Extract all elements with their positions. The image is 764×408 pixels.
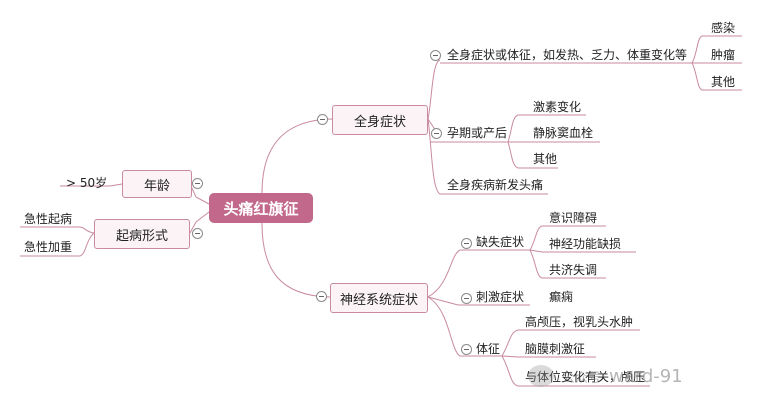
link-deficit-children	[529, 225, 636, 279]
watermark: 公众号 ward-91	[528, 365, 683, 387]
fever-node[interactable]: 全身症状或体征，如发热、乏力、体重变化等	[447, 48, 688, 62]
deficit-child-2: 神经功能缺损	[549, 237, 622, 251]
irritative-child-1: 癫痫	[549, 290, 574, 304]
pregnancy-child-1: 激素变化	[533, 100, 582, 114]
deficit-node[interactable]: 缺失症状	[476, 235, 525, 249]
link-neuro-irritative	[427, 296, 530, 306]
onset-node[interactable]: 起病形式	[94, 219, 190, 249]
link-neuro-signs	[427, 296, 502, 357]
pregnancy-child-2: 静脉窦血栓	[533, 126, 594, 140]
age-node[interactable]: 年龄	[122, 170, 192, 198]
collapse-systemic-icon[interactable]	[317, 114, 328, 125]
watermark-handle: ward-91	[609, 365, 683, 387]
age-child: > 50岁	[66, 176, 108, 190]
collapse-pregnancy-icon[interactable]	[431, 128, 442, 139]
link-pregnancy-children	[507, 114, 600, 169]
onset-child-2: 急性加重	[24, 240, 73, 254]
neuro-node[interactable]: 神经系统症状	[330, 283, 428, 313]
link-neuro-deficit	[427, 249, 530, 298]
pregnancy-node[interactable]: 孕期或产后	[447, 126, 508, 140]
watermark-prefix: 公众号	[562, 370, 602, 386]
link-root-systemic	[261, 118, 333, 194]
onset-child-1: 急性起病	[24, 212, 73, 226]
deficit-child-1: 意识障碍	[549, 211, 598, 225]
signs-node[interactable]: 体征	[476, 342, 501, 356]
link-systemic-fever	[427, 59, 441, 120]
deficit-child-3: 共济失调	[549, 263, 598, 277]
fever-child-1: 感染	[711, 21, 736, 35]
collapse-irritative-icon[interactable]	[461, 293, 472, 304]
link-onset-children	[20, 226, 95, 257]
link-root-onset	[189, 211, 210, 234]
link-root-age	[189, 183, 210, 205]
systemic-node[interactable]: 全身症状	[332, 105, 428, 135]
link-systemic-new	[427, 118, 548, 195]
wechat-logo-icon	[528, 365, 554, 387]
signs-child-2: 脑膜刺激征	[525, 342, 586, 356]
link-age-child	[60, 183, 123, 187]
collapse-onset-icon[interactable]	[192, 228, 203, 239]
irritative-node[interactable]: 刺激症状	[476, 290, 525, 304]
link-root-neuro	[261, 222, 331, 298]
pregnancy-child-3: 其他	[533, 152, 558, 166]
link-signs-children	[501, 329, 650, 387]
link-fever-children	[691, 35, 742, 91]
collapse-neuro-icon[interactable]	[316, 291, 327, 302]
signs-child-3: 与体位变化有关，颅压	[525, 370, 646, 384]
collapse-age-icon[interactable]	[192, 178, 203, 189]
collapse-signs-icon[interactable]	[461, 344, 472, 355]
root-node[interactable]: 头痛红旗征	[209, 193, 313, 223]
new-headache-node[interactable]: 全身疾病新发头痛	[447, 178, 544, 192]
collapse-deficit-icon[interactable]	[461, 238, 472, 249]
signs-child-1: 高颅压，视乳头水肿	[525, 315, 634, 329]
collapse-fever-icon[interactable]	[430, 50, 441, 61]
fever-child-3: 其他	[711, 75, 736, 89]
fever-child-2: 肿瘤	[711, 48, 736, 62]
